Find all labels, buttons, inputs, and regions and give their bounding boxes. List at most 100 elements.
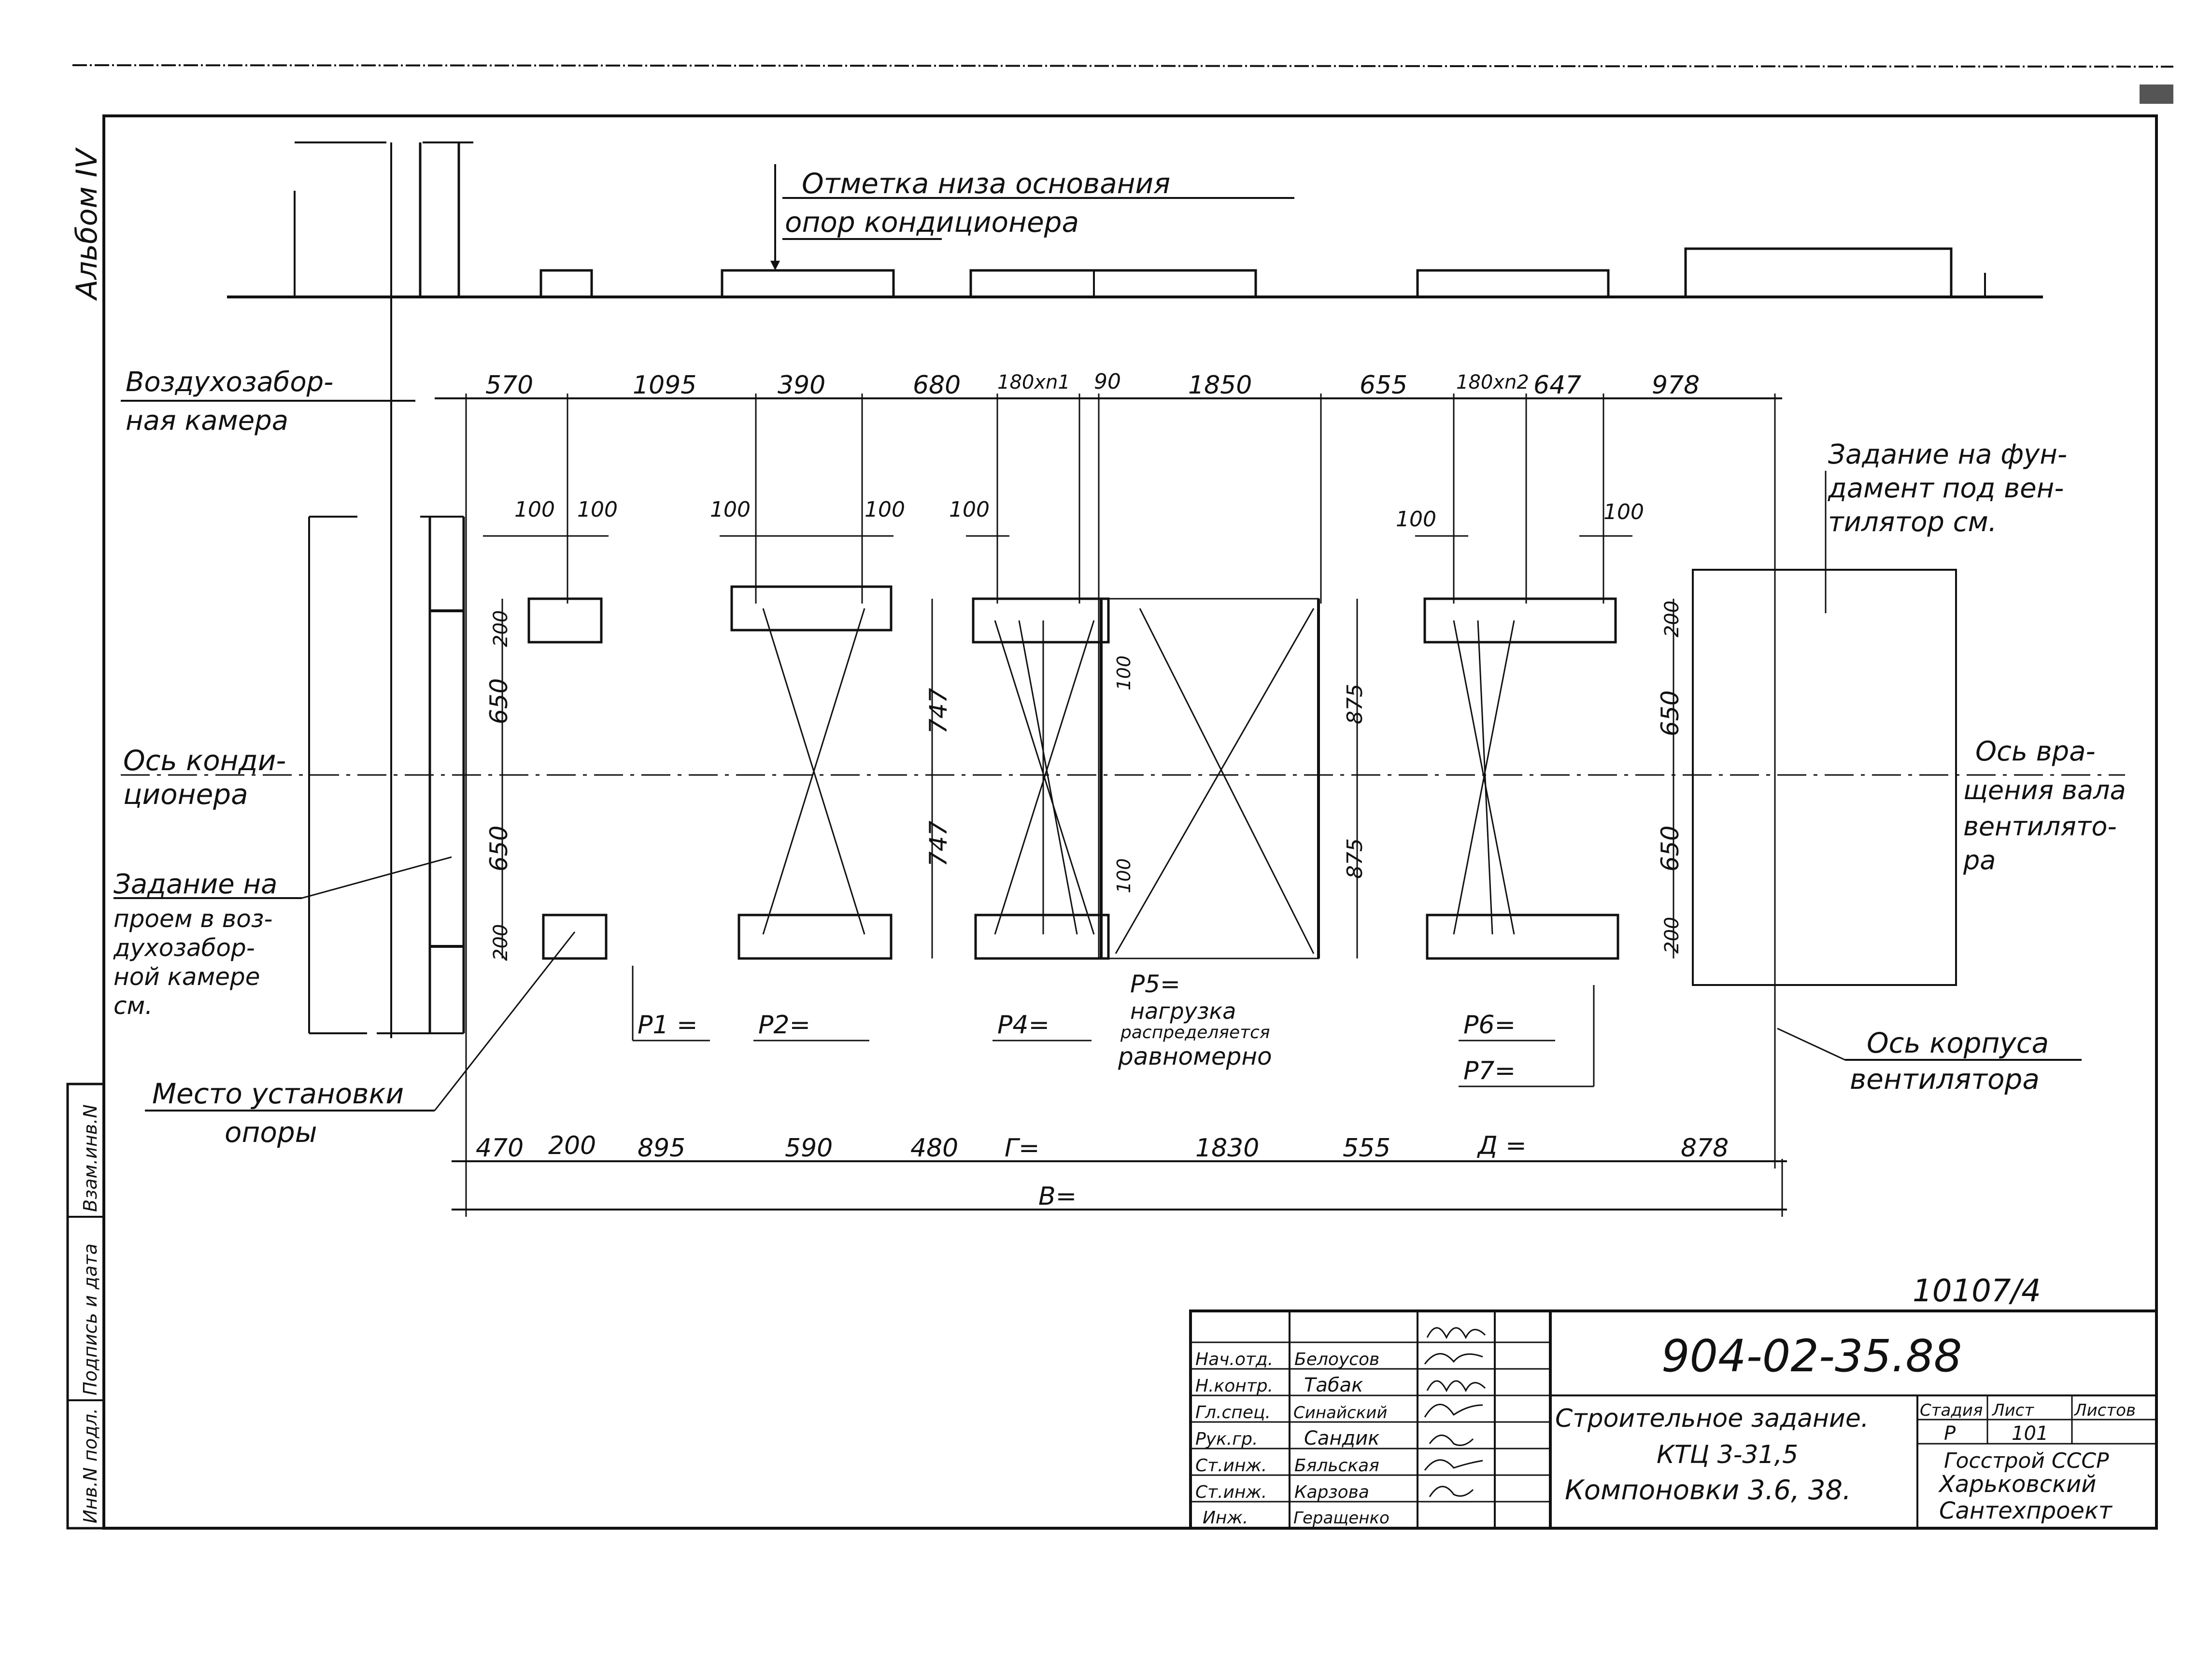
tb-org-3: Сантехпроект xyxy=(1939,1497,2113,1524)
tb-role-2: Гл.спец. xyxy=(1195,1403,1271,1422)
sheet-number: 10107/4 xyxy=(1913,1273,2041,1309)
label-p2: P2= xyxy=(758,1011,810,1040)
tb-h-stage: Стадия xyxy=(1920,1401,1983,1420)
dim-100-g: 100 xyxy=(1603,500,1644,524)
vertical-dimensions: 650 650 200 200 747 747 875 875 650 650 … xyxy=(485,599,1684,961)
tb-h-sheets: Листов xyxy=(2073,1401,2136,1420)
label-fan-axis-1: Ось вра- xyxy=(1975,736,2096,767)
stamp-sign: Подпись и дата xyxy=(80,1243,101,1395)
dim-top-10: 978 xyxy=(1652,371,1700,400)
tb-role-4: Ст.инж. xyxy=(1195,1456,1267,1476)
dim-top-5: 90 xyxy=(1094,369,1121,394)
dim-650-d: 650 xyxy=(1656,826,1684,872)
label-p5b: нагрузка xyxy=(1130,998,1236,1024)
scan-edge-line xyxy=(72,64,2174,68)
tb-title-2: КТЦ 3-31,5 xyxy=(1657,1440,1798,1469)
dim-200-a: 200 xyxy=(490,610,512,647)
dim-bottom-3: 590 xyxy=(785,1134,833,1163)
label-axis-cond-2: ционера xyxy=(123,778,248,811)
tb-name-2: Синайский xyxy=(1293,1403,1387,1422)
dim-bottom-2: 895 xyxy=(638,1134,685,1163)
signature-5 xyxy=(1424,1459,1483,1471)
top-dimension-chain: 570 1095 390 680 180xn1 90 1850 655 180x… xyxy=(435,369,1782,1168)
load-labels: P1 = P2= P4= P5= нагрузка распределяется… xyxy=(632,966,1595,1087)
tb-role-1: Н.контр. xyxy=(1195,1376,1273,1396)
dim-650-a: 650 xyxy=(485,678,513,724)
tb-role-3: Рук.гр. xyxy=(1195,1429,1258,1449)
dim-200-b: 200 xyxy=(490,924,512,961)
stamp-inv: Взам.инв.N xyxy=(80,1104,101,1212)
label-fan-axis-4: ра xyxy=(1963,845,1996,875)
tb-code: 904-02-35.88 xyxy=(1661,1330,1962,1382)
dim-top-8: 180xn2 xyxy=(1456,371,1529,394)
label-support-1: Место установки xyxy=(152,1077,404,1110)
tb-role-0: Нач.отд. xyxy=(1195,1350,1273,1369)
dim-875-a: 875 xyxy=(1343,684,1367,724)
top-note-1: Отметка низа основания xyxy=(802,167,1170,200)
top-note-2: опор кондиционера xyxy=(785,206,1079,239)
signature-3 xyxy=(1424,1404,1483,1418)
label-opening-4: ной камере xyxy=(113,963,260,991)
label-opening-2: проем в воз- xyxy=(113,905,272,933)
signature-4 xyxy=(1429,1435,1474,1446)
tb-name-4: Бяльская xyxy=(1294,1456,1379,1476)
tb-name-3: Сандик xyxy=(1304,1427,1379,1450)
dim-bottom-6: 1830 xyxy=(1195,1134,1259,1163)
dim-bottom-9: 878 xyxy=(1681,1134,1729,1163)
dim-bottom-1: 200 xyxy=(548,1131,596,1160)
tb-name-0: Белоусов xyxy=(1294,1350,1379,1369)
signature-6 xyxy=(1429,1486,1474,1497)
dim-top-6: 1850 xyxy=(1188,371,1252,400)
label-p4: P4= xyxy=(997,1011,1049,1040)
dim-747-b: 747 xyxy=(924,820,952,867)
title-block: Нач.отд. Н.контр. Гл.спец. Рук.гр. Ст.ин… xyxy=(1189,1309,2158,1530)
dim-top-4: 180xn1 xyxy=(997,371,1070,394)
label-fan-task-2: дамент под вен- xyxy=(1828,473,2064,504)
label-p7: P7= xyxy=(1463,1056,1516,1085)
support-beams xyxy=(527,569,1957,986)
dim-top-3: 680 xyxy=(913,371,961,400)
dim-100-f: 100 xyxy=(1396,507,1436,532)
label-air-intake-2: ная камера xyxy=(126,405,288,436)
tb-name-5: Карзова xyxy=(1294,1482,1369,1502)
album-label: Альбом IV xyxy=(70,147,104,301)
tb-h-sheet: Лист xyxy=(1991,1401,2034,1420)
signature-0 xyxy=(1426,1327,1486,1339)
dim-200-d: 200 xyxy=(1661,917,1683,954)
bottom-dimension-chain: 470 200 895 590 480 Г= 1830 555 Д = 878 … xyxy=(452,1131,1787,1217)
corner-mark xyxy=(2140,84,2173,104)
label-opening-5: см. xyxy=(113,992,153,1020)
tb-org-1: Госстрой СССР xyxy=(1944,1449,2109,1473)
tb-title-1: Строительное задание. xyxy=(1555,1404,1869,1433)
signature-2 xyxy=(1426,1380,1486,1393)
label-p6: P6= xyxy=(1463,1011,1516,1040)
label-axis-cond-1: Ось конди- xyxy=(123,744,286,777)
dim-bottom-8: Д = xyxy=(1477,1131,1527,1160)
label-fan-task-1: Задание на фун- xyxy=(1828,439,2067,470)
label-fan-axis-3: вентилято- xyxy=(1963,811,2117,842)
dim-100-v2: 100 xyxy=(1113,858,1134,893)
tb-role-6: Инж. xyxy=(1203,1508,1248,1528)
dim-total: В= xyxy=(1038,1182,1077,1211)
label-opening-3: духозабор- xyxy=(113,934,255,962)
air-intake-walls xyxy=(308,142,465,1038)
dim-200-c: 200 xyxy=(1661,601,1683,637)
label-fan-task-3: тилятор см. xyxy=(1828,507,1997,538)
tb-org-2: Харьковский xyxy=(1938,1471,2096,1498)
small-dims-100: 100 100 100 100 100 100 100 xyxy=(483,497,1644,537)
label-fan-body-1: Ось корпуса xyxy=(1867,1027,2049,1059)
left-stamp: Взам.инв.N Подпись и дата Инв.N подл. xyxy=(66,1083,105,1530)
dim-bottom-5: Г= xyxy=(1005,1134,1040,1163)
label-opening-1: Задание на xyxy=(113,869,277,900)
label-p1: P1 = xyxy=(638,1011,698,1040)
dim-100-d: 100 xyxy=(865,497,905,522)
dim-650-b: 650 xyxy=(485,826,513,872)
label-air-intake-1: Воздухозабор- xyxy=(126,366,333,398)
dim-bottom-4: 480 xyxy=(910,1134,958,1163)
dim-top-7: 655 xyxy=(1360,371,1407,400)
tb-name-1: Табак xyxy=(1304,1374,1363,1396)
tb-name-6: Геращенко xyxy=(1293,1508,1390,1528)
label-fan-axis-2: щения вала xyxy=(1963,775,2126,805)
